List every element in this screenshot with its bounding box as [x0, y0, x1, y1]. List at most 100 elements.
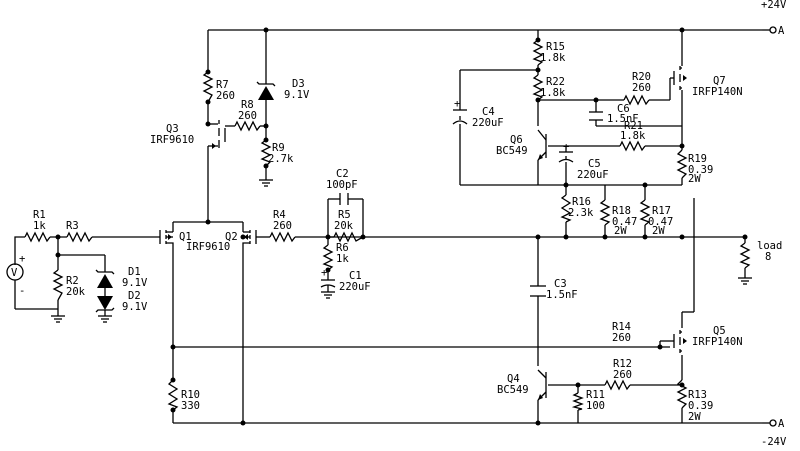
svg-text:260: 260 [216, 90, 235, 102]
svg-text:load: load [757, 240, 782, 252]
svg-text:R12: R12 [613, 358, 632, 370]
rail-negative-terminal: -24V A [761, 418, 787, 448]
resistor-r3: R3 [66, 220, 93, 243]
resistor-r12: R12 260 [604, 358, 632, 391]
svg-text:1k: 1k [33, 220, 46, 232]
svg-text:9.1V: 9.1V [284, 89, 310, 101]
svg-text:C2: C2 [336, 168, 349, 180]
svg-text:260: 260 [238, 110, 257, 122]
resistor-load: load 8 [739, 240, 782, 269]
resistor-r22: R22 1.8k [532, 74, 566, 101]
svg-text:C4: C4 [482, 106, 495, 118]
ground-r2 [51, 315, 65, 323]
capacitor-c3: C3 1.5nF [530, 278, 578, 301]
svg-text:Q7: Q7 [713, 75, 726, 87]
resistor-r6: R6 1k [322, 242, 349, 271]
svg-text:D2: D2 [128, 290, 141, 302]
svg-text:D1: D1 [128, 266, 141, 278]
resistor-r19: R19 0.39 2W [676, 149, 713, 185]
resistor-r5: R5 20k [333, 209, 364, 243]
resistor-r1: R1 1k [24, 209, 51, 243]
svg-text:IRFP140N: IRFP140N [692, 336, 743, 348]
svg-text:-: - [19, 285, 25, 297]
svg-text:100: 100 [586, 400, 605, 412]
svg-text:IRF9610: IRF9610 [150, 134, 194, 146]
svg-text:R18: R18 [612, 205, 631, 217]
mosfet-q2: Q2 IRF9610 [186, 230, 257, 253]
svg-text:R17: R17 [652, 205, 671, 217]
svg-text:R5: R5 [338, 209, 351, 221]
svg-text:R22: R22 [546, 76, 565, 88]
svg-text:260: 260 [273, 220, 292, 232]
svg-text:R10: R10 [181, 389, 200, 401]
svg-text:Q4: Q4 [507, 373, 520, 385]
svg-text:100pF: 100pF [326, 179, 358, 191]
svg-text:20k: 20k [334, 220, 354, 232]
svg-text:+: + [454, 98, 460, 110]
svg-text:R16: R16 [572, 196, 591, 208]
svg-text:1.8k: 1.8k [540, 87, 566, 99]
capacitor-c5: C5 220uF [558, 151, 609, 181]
svg-text:R13: R13 [688, 389, 707, 401]
resistor-r15: R15 1.8k [532, 39, 566, 66]
svg-text:Q2: Q2 [225, 231, 238, 243]
resistor-r11: R11 100 [571, 389, 605, 412]
ground-r9 [259, 179, 273, 187]
svg-text:2W: 2W [652, 225, 665, 237]
svg-text:R6: R6 [336, 242, 349, 254]
svg-text:2.3k: 2.3k [568, 207, 594, 219]
svg-text:+: + [321, 267, 327, 279]
svg-text:BC549: BC549 [497, 384, 529, 396]
svg-text:R4: R4 [273, 209, 286, 221]
capacitor-c4: C4 220uF [452, 106, 504, 129]
svg-text:R15: R15 [546, 41, 565, 53]
ground-d2 [98, 315, 112, 323]
svg-text:C5: C5 [588, 158, 601, 170]
svg-text:260: 260 [613, 369, 632, 381]
svg-text:Q3: Q3 [166, 123, 179, 135]
svg-text:1.8k: 1.8k [540, 52, 566, 64]
svg-text:R14: R14 [612, 321, 631, 333]
capacitor-c1: C1 220uF [320, 270, 371, 293]
svg-text:2.7k: 2.7k [268, 153, 294, 165]
svg-text:A: A [778, 25, 785, 37]
svg-text:C3: C3 [554, 278, 567, 290]
resistor-r14: R14 260 [612, 321, 631, 344]
svg-text:+24V: +24V [761, 0, 787, 11]
resistor-r2: R2 20k [52, 269, 86, 301]
svg-text:330: 330 [181, 400, 200, 412]
mosfet-q7: Q7 IRFP140N [673, 66, 743, 98]
ground-load [738, 277, 752, 285]
svg-text:220uF: 220uF [472, 117, 504, 129]
zener-diode-d1: D1 9.1V [95, 266, 148, 289]
svg-text:R8: R8 [241, 99, 254, 111]
resistor-r17: R17 0.47 2W [639, 199, 673, 237]
ground-symbols [51, 179, 752, 323]
resistor-r7: R7 260 [202, 71, 235, 103]
svg-text:-24V: -24V [761, 436, 787, 448]
capacitor-c6: C6 1.5nF [589, 103, 639, 125]
svg-text:9.1V: 9.1V [122, 277, 148, 289]
mosfet-q1: Q1 [159, 230, 192, 250]
svg-text:1.5nF: 1.5nF [607, 113, 639, 125]
svg-text:R21: R21 [624, 120, 643, 132]
svg-text:0.39: 0.39 [688, 400, 713, 412]
svg-text:IRF9610: IRF9610 [186, 241, 230, 253]
svg-text:260: 260 [612, 332, 631, 344]
resistor-r10: R10 330 [167, 379, 200, 412]
svg-text:R20: R20 [632, 71, 651, 83]
rail-positive-terminal: +24V A [761, 0, 787, 37]
voltage-source: V + - [6, 253, 25, 297]
svg-text:R3: R3 [66, 220, 79, 232]
svg-text:BC549: BC549 [496, 145, 528, 157]
resistor-r21: R21 1.8k [619, 120, 646, 152]
capacitor-c2: C2 100pF [326, 168, 358, 205]
svg-text:1.5nF: 1.5nF [546, 289, 578, 301]
svg-text:260: 260 [632, 82, 651, 94]
zener-diode-d2: D2 9.1V [95, 290, 148, 313]
wires [14, 29, 762, 424]
svg-text:0.39: 0.39 [688, 164, 713, 176]
svg-text:D3: D3 [292, 78, 305, 90]
resistor-r8: R8 260 [234, 99, 261, 132]
